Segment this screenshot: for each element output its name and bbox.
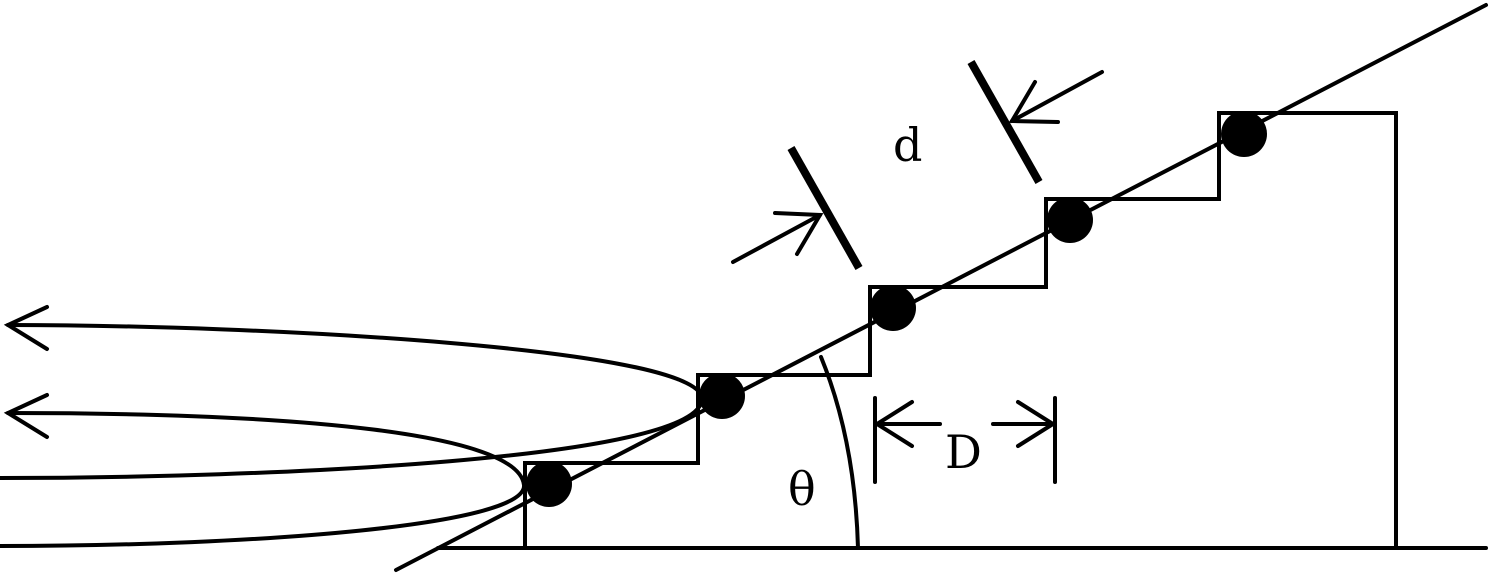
- inner-lobe-curve: [0, 411, 527, 548]
- D-label: D: [945, 425, 982, 479]
- d-label: d: [893, 118, 922, 172]
- grating-dot: [699, 373, 745, 419]
- grating-dot: [1221, 111, 1267, 157]
- arrowhead-left-icon: [3, 393, 49, 439]
- outer-lobe-curve: [0, 323, 705, 480]
- D-right-arrowhead-icon: [1016, 400, 1057, 448]
- theta-arc: [819, 355, 860, 550]
- grating-dots: [526, 111, 1267, 507]
- d-arrow-upper-head-icon: [1008, 80, 1060, 124]
- arrowhead-left-icon: [3, 305, 49, 351]
- grating-dot: [1047, 197, 1093, 243]
- D-left-arrowhead-icon: [873, 400, 914, 448]
- staircase-profile: [523, 111, 1398, 550]
- grating-dot: [870, 285, 916, 331]
- d-marker-lower: [787, 146, 863, 270]
- d-arrow-upper-shaft: [1010, 70, 1104, 123]
- d-arrow-lower-shaft: [731, 213, 822, 264]
- d-marker-upper: [967, 60, 1043, 184]
- grating-dot: [526, 461, 572, 507]
- incline-line: [394, 3, 1488, 572]
- theta-label: θ: [788, 462, 816, 516]
- d-arrow-lower-head-icon: [773, 211, 824, 256]
